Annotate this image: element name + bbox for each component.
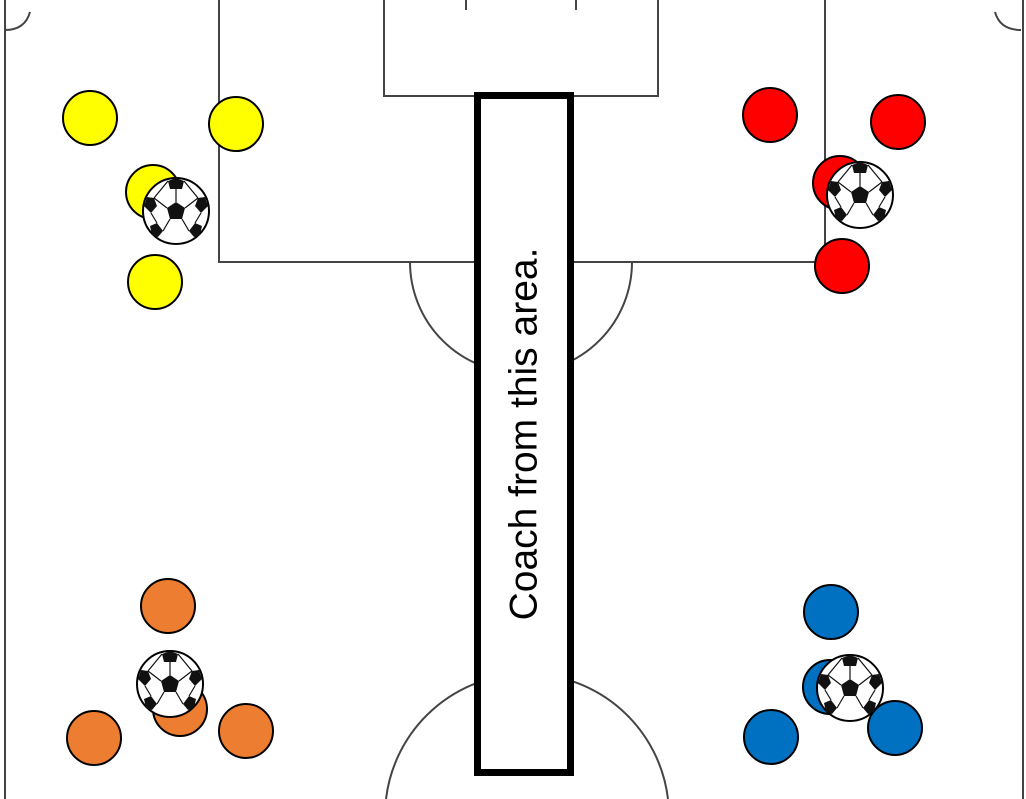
yellow-player <box>208 96 264 152</box>
blue-group <box>743 584 923 765</box>
pitch-boundary <box>4 0 1024 799</box>
corner-arc-right <box>994 11 1022 31</box>
red-player <box>742 87 798 143</box>
orange-player <box>218 703 274 759</box>
coach-area-box: Coach from this area. <box>474 92 574 776</box>
soccer-ball-icon <box>816 654 884 722</box>
yellow-group <box>62 90 264 310</box>
yellow-player <box>62 90 118 146</box>
red-player <box>870 94 926 150</box>
orange-group <box>66 578 274 766</box>
coach-area-label: Coach from this area. <box>502 247 546 621</box>
blue-player <box>743 709 799 765</box>
corner-arc-left <box>4 11 31 31</box>
orange-player <box>66 710 122 766</box>
orange-player <box>140 578 196 634</box>
red-group <box>742 87 926 294</box>
yellow-player <box>127 254 183 310</box>
blue-player <box>803 584 859 640</box>
red-player <box>814 238 870 294</box>
soccer-ball-icon <box>136 650 204 718</box>
soccer-ball-icon <box>826 161 894 229</box>
goal-area <box>383 0 659 97</box>
blue-player <box>867 700 923 756</box>
soccer-ball-icon <box>142 177 210 245</box>
